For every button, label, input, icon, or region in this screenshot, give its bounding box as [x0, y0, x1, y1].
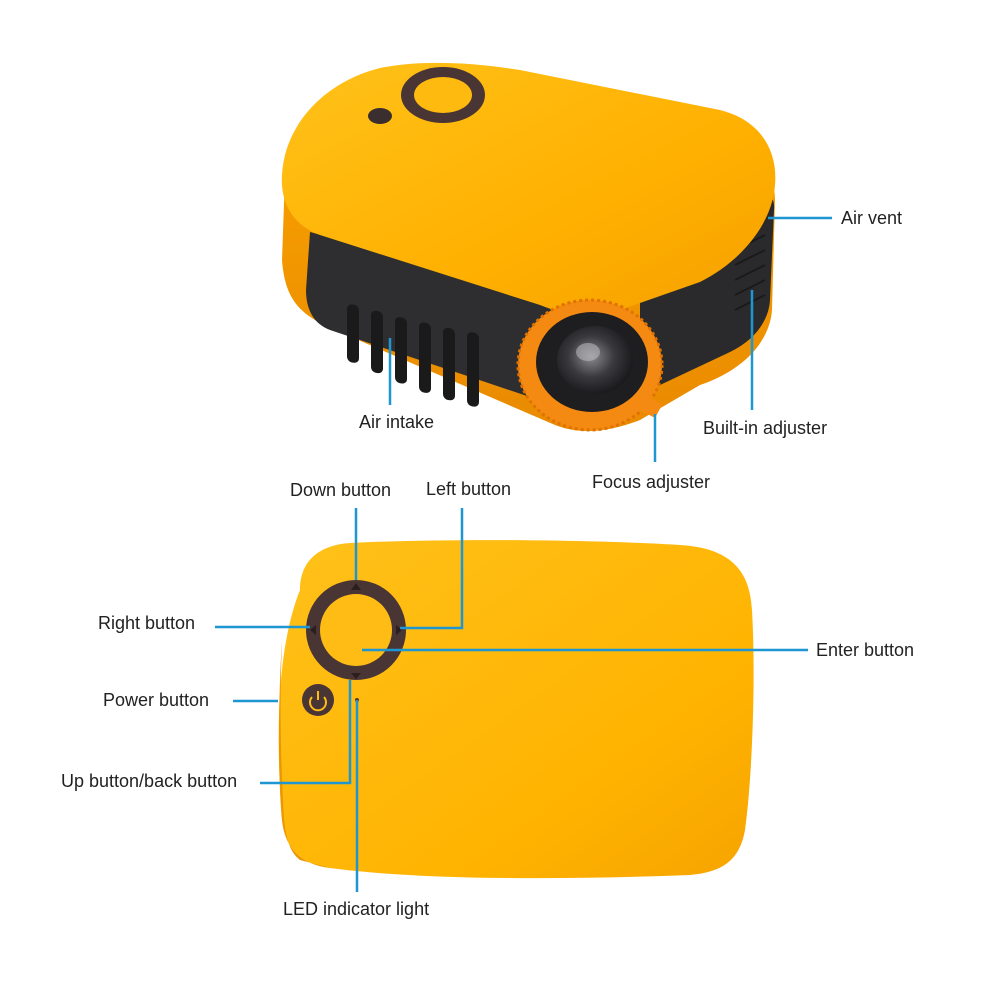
label-power-button: Power button [103, 690, 210, 710]
leader-lines [215, 216, 832, 892]
label-focus-adjuster: Focus adjuster [592, 472, 711, 492]
lens-assembly [516, 298, 664, 432]
label-enter-button: Enter button [816, 640, 915, 660]
control-ring [306, 580, 406, 680]
top-control-ring [368, 67, 485, 124]
power-button-shape [302, 684, 334, 716]
label-air-intake: Air intake [359, 412, 435, 432]
leader-left-button [400, 508, 464, 630]
projector-top-view [281, 62, 776, 432]
label-right-button: Right button [98, 613, 196, 633]
projector-panel-view [278, 540, 754, 879]
label-air-vent: Air vent [841, 208, 903, 228]
triangle-right-icon [396, 625, 402, 635]
triangle-up-icon [351, 583, 361, 590]
label-left-button: Left button [426, 479, 512, 499]
label-led-indicator: LED indicator light [283, 899, 430, 919]
label-up-back-button: Up button/back button [61, 771, 238, 791]
label-built-in-adjuster: Built-in adjuster [703, 418, 828, 438]
air-intake-slots [347, 304, 479, 407]
triangle-down-icon [351, 673, 361, 679]
focus-lever [640, 395, 662, 418]
leader-up-back-button [260, 680, 352, 785]
projector-top-surface [281, 62, 776, 316]
triangle-left-icon [310, 625, 316, 635]
power-icon [309, 691, 327, 712]
label-down-button: Down button [290, 480, 392, 500]
